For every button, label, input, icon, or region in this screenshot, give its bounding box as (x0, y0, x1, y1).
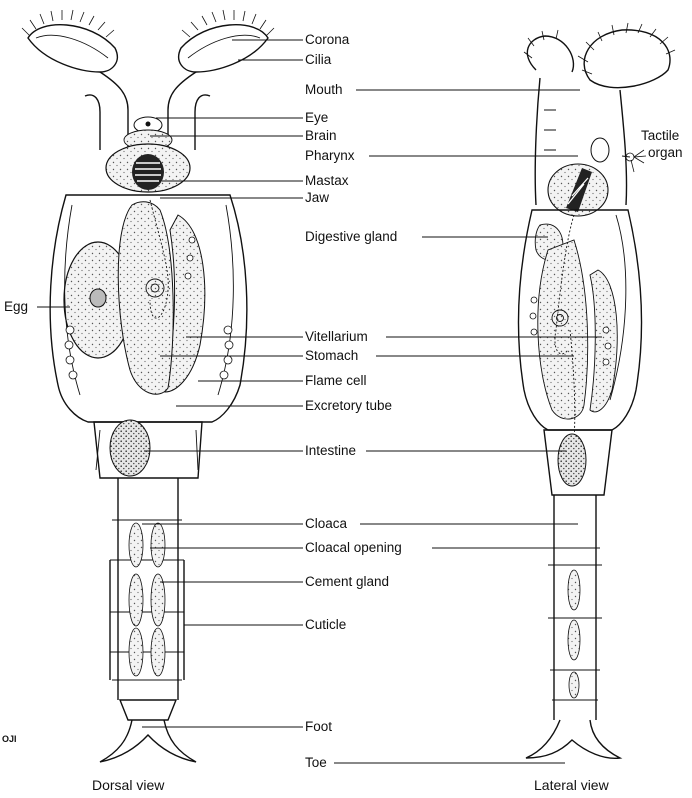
label-excretory-tube: Excretory tube (305, 398, 392, 413)
label-intestine: Intestine (305, 443, 356, 458)
dorsal-corona (28, 25, 268, 72)
label-mouth: Mouth (305, 82, 343, 97)
dorsal-specimen (22, 10, 274, 762)
lateral-vitellarium (590, 270, 617, 412)
label-stomach: Stomach (305, 348, 358, 363)
lateral-head-lobe (527, 36, 573, 72)
lateral-intestine (558, 434, 586, 486)
caption-dorsal-view: Dorsal view (92, 777, 165, 793)
dorsal-cement-gland (129, 523, 165, 676)
dorsal-toes (100, 720, 196, 762)
label-digestive-gland: Digestive gland (305, 229, 397, 244)
label-tactile-organ-line1: Tactile (641, 128, 679, 143)
dorsal-stomach (118, 202, 173, 395)
label-flame-cell: Flame cell (305, 373, 367, 388)
label-egg: Egg (4, 299, 28, 314)
caption-lateral-view: Lateral view (534, 777, 610, 793)
lateral-corona (584, 30, 670, 88)
label-tactile-organ-line2: organ (648, 145, 683, 160)
label-jaw: Jaw (305, 190, 329, 205)
label-cilia: Cilia (305, 52, 332, 67)
label-cloaca: Cloaca (305, 516, 348, 531)
label-foot: Foot (305, 719, 332, 734)
label-cement-gland: Cement gland (305, 574, 389, 589)
label-mastax: Mastax (305, 173, 349, 188)
dorsal-cilia (22, 10, 274, 37)
label-vitellarium: Vitellarium (305, 329, 368, 344)
label-cloacal-opening: Cloacal opening (305, 540, 402, 555)
label-cuticle: Cuticle (305, 617, 346, 632)
label-pharynx: Pharynx (305, 148, 355, 163)
dorsal-intestine (110, 420, 150, 476)
label-brain: Brain (305, 128, 337, 143)
corner-mark: OJI (2, 734, 17, 744)
lateral-toes (526, 720, 620, 758)
lateral-tactile-organ (626, 150, 646, 172)
label-eye: Eye (305, 110, 328, 125)
dorsal-mastax (132, 154, 164, 190)
label-toe: Toe (305, 755, 327, 770)
lateral-stomach (538, 240, 588, 419)
lateral-cement-gland (568, 570, 580, 698)
label-corona: Corona (305, 32, 350, 47)
